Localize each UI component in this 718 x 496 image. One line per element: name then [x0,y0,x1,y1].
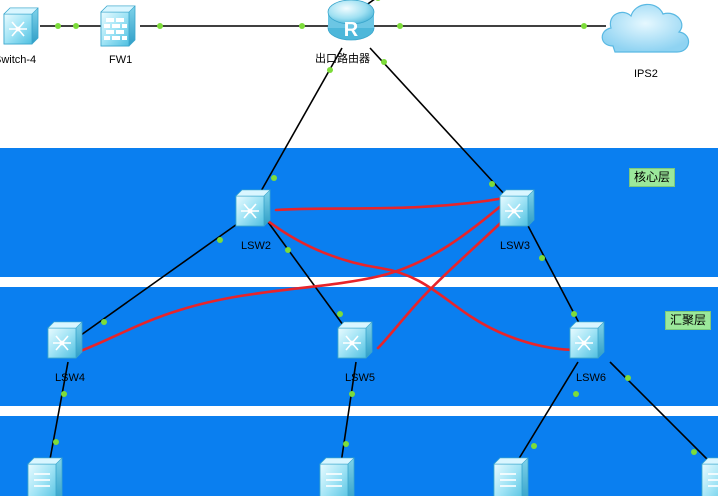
switch-icon [569,321,605,359]
switch-icon [337,321,373,359]
lsw6-label: LSW6 [576,372,606,384]
router-label: 出口路由器 [315,52,370,65]
server-icon [27,457,63,496]
annotation-lsw3-lsw4 [76,198,510,354]
link-lines [40,0,718,471]
firewall-icon [100,5,136,47]
lsw5-label: LSW5 [345,372,375,384]
link-lsw6-down-left [511,361,579,471]
link-lsw2-lsw4 [73,221,241,341]
link-lsw4-down [47,361,69,471]
lsw4-label: LSW4 [55,372,85,384]
link-lsw2-lsw5 [267,221,355,341]
core-layer-band [0,148,718,277]
access-layer-band [0,416,718,496]
link-router-lsw2 [255,47,343,201]
switch-icon [499,189,535,227]
server-icon [701,457,718,496]
switch-icon [235,189,271,227]
server-icon [319,457,355,496]
lsw2-label: LSW2 [241,240,271,252]
svg-text:R: R [344,19,359,41]
red-annotations [76,194,580,354]
lsw3-label: LSW3 [500,240,530,252]
switch4-label: Switch-4 [0,54,37,66]
link-lsw5-down [339,361,357,471]
annotation-lsw2-lsw6 [262,216,580,352]
switch-icon [47,321,83,359]
fw1-label: FW1 [109,54,133,66]
link-router-lsw3 [369,47,507,197]
annotation-lsw3-lsw5 [376,214,510,350]
cloud-icon [601,3,690,53]
server-icon [493,457,529,496]
switch-icon [3,7,39,45]
annotation-lsw2-lsw3 [274,194,518,212]
router-icon: R [327,0,375,41]
port-dots [53,0,697,455]
aggregation-layer-tag: 汇聚层 [665,311,712,330]
core-layer-tag: 核心层 [629,168,676,187]
link-lsw3-lsw6 [525,221,589,341]
ips2-label: IPS2 [634,68,658,80]
